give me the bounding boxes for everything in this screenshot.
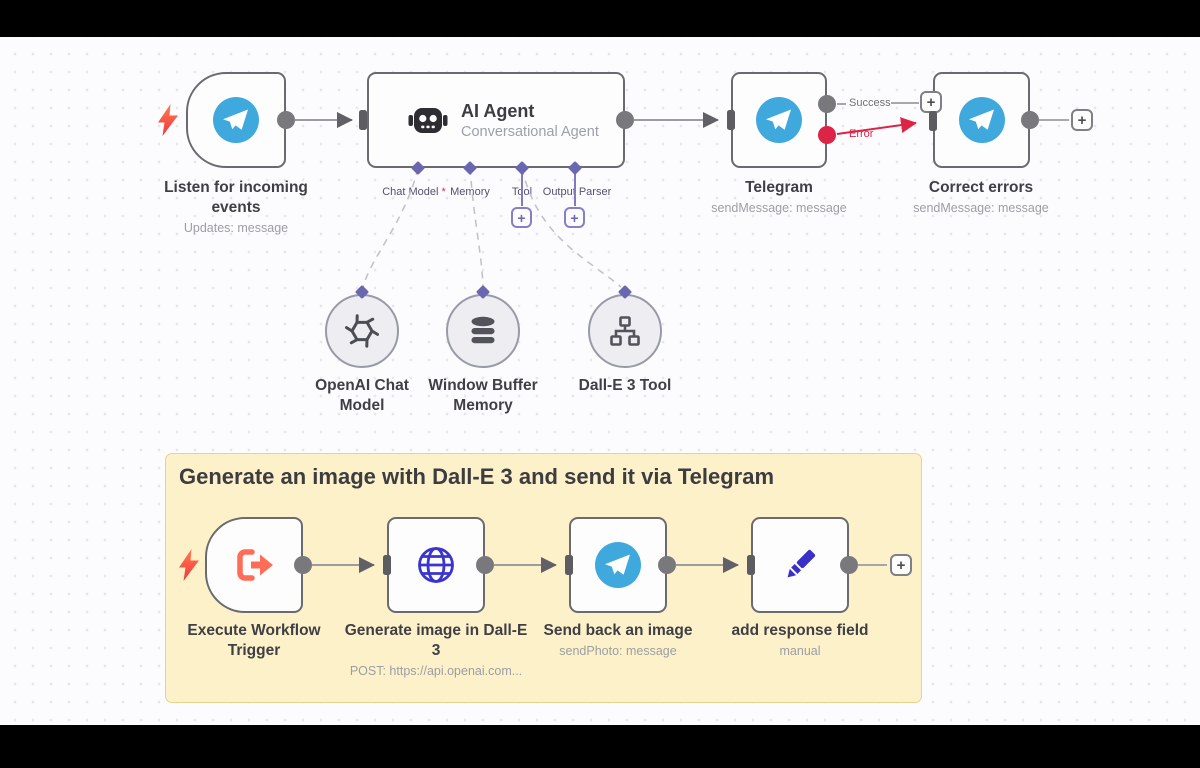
execute-workflow-icon	[237, 549, 273, 581]
port-label-memory: Memory	[450, 186, 490, 198]
node-label-execute-trigger: Execute Workflow Trigger	[187, 622, 321, 660]
robot-icon	[408, 108, 448, 133]
add-node-button-correct-errors[interactable]: +	[1071, 109, 1093, 131]
node-execute-workflow-trigger[interactable]	[205, 517, 303, 613]
sticky-note-title: Generate an image with Dall-E 3 and send…	[179, 464, 774, 489]
workflow-canvas[interactable]: Generate an image with Dall-E 3 and send…	[0, 37, 1200, 725]
output-label-success: Success	[849, 97, 891, 109]
telegram-icon	[595, 542, 641, 588]
add-output-parser-button[interactable]: +	[564, 207, 585, 228]
output-dot-add-response[interactable]	[840, 556, 858, 574]
subnode-window-buffer-memory[interactable]	[446, 294, 520, 368]
port-label-output-parser: Output Parser	[542, 186, 612, 198]
input-port-add-response[interactable]	[747, 555, 755, 575]
node-add-response-field[interactable]	[751, 517, 849, 613]
letterbox-top	[0, 0, 1200, 37]
telegram-icon	[756, 97, 802, 143]
input-port-agent[interactable]	[359, 110, 367, 130]
add-node-button-success[interactable]: +	[920, 91, 942, 113]
node-correct-errors[interactable]	[933, 72, 1030, 168]
subnode-dalle-3-tool[interactable]	[588, 294, 662, 368]
output-dot-execute-trigger[interactable]	[294, 556, 312, 574]
output-dot-agent[interactable]	[616, 111, 634, 129]
add-tool-button[interactable]: +	[511, 207, 532, 228]
port-label-chat-model: Chat Model *	[382, 186, 446, 198]
input-port-correct-errors[interactable]	[929, 111, 937, 131]
output-dot-generate[interactable]	[476, 556, 494, 574]
org-chart-icon	[610, 316, 640, 346]
output-dot-telegram-error[interactable]	[818, 126, 836, 144]
node-listen-for-incoming-events[interactable]	[186, 72, 286, 168]
subnode-openai-chat-model[interactable]	[325, 294, 399, 368]
letterbox-bottom	[0, 725, 1200, 768]
output-dot-telegram-success[interactable]	[818, 95, 836, 113]
node-label-trigger: Listen for incoming events Updates: mess…	[164, 179, 308, 236]
output-dot-send-back[interactable]	[658, 556, 676, 574]
node-ai-agent[interactable]: AI Agent Conversational Agent	[367, 72, 625, 168]
node-send-back-image[interactable]	[569, 517, 667, 613]
globe-icon	[418, 547, 454, 583]
node-label-generate: Generate image in Dall-E 3 POST: https:/…	[344, 622, 528, 679]
subnode-label-openai: OpenAI Chat Model	[315, 377, 409, 415]
telegram-icon	[213, 97, 259, 143]
node-generate-image-dalle[interactable]	[387, 517, 485, 613]
input-port-telegram[interactable]	[727, 110, 735, 130]
node-label-add-response: add response field manual	[731, 622, 869, 659]
output-dot-trigger[interactable]	[277, 111, 295, 129]
node-label-telegram: Telegram sendMessage: message	[711, 179, 847, 216]
database-icon	[471, 316, 495, 344]
input-port-send-back[interactable]	[565, 555, 573, 575]
subnode-label-dalle: Dall-E 3 Tool	[578, 377, 672, 394]
node-telegram[interactable]	[731, 72, 827, 168]
subnode-label-memory: Window Buffer Memory	[428, 377, 538, 415]
trigger-bolt-icon	[158, 104, 178, 136]
output-dot-correct-errors[interactable]	[1021, 111, 1039, 129]
ai-agent-text: AI Agent Conversational Agent	[461, 100, 599, 140]
telegram-icon	[958, 97, 1005, 143]
add-node-button-sticky-flow[interactable]: +	[890, 554, 912, 576]
pencil-icon	[787, 549, 816, 578]
input-port-generate[interactable]	[383, 555, 391, 575]
trigger-bolt-icon	[179, 549, 199, 581]
node-label-correct-errors: Correct errors sendMessage: message	[913, 179, 1049, 216]
openai-logo-icon	[345, 314, 379, 348]
port-label-tool: Tool	[511, 186, 533, 198]
node-label-send-back: Send back an image sendPhoto: message	[543, 622, 693, 659]
output-label-error: Error	[849, 128, 874, 140]
